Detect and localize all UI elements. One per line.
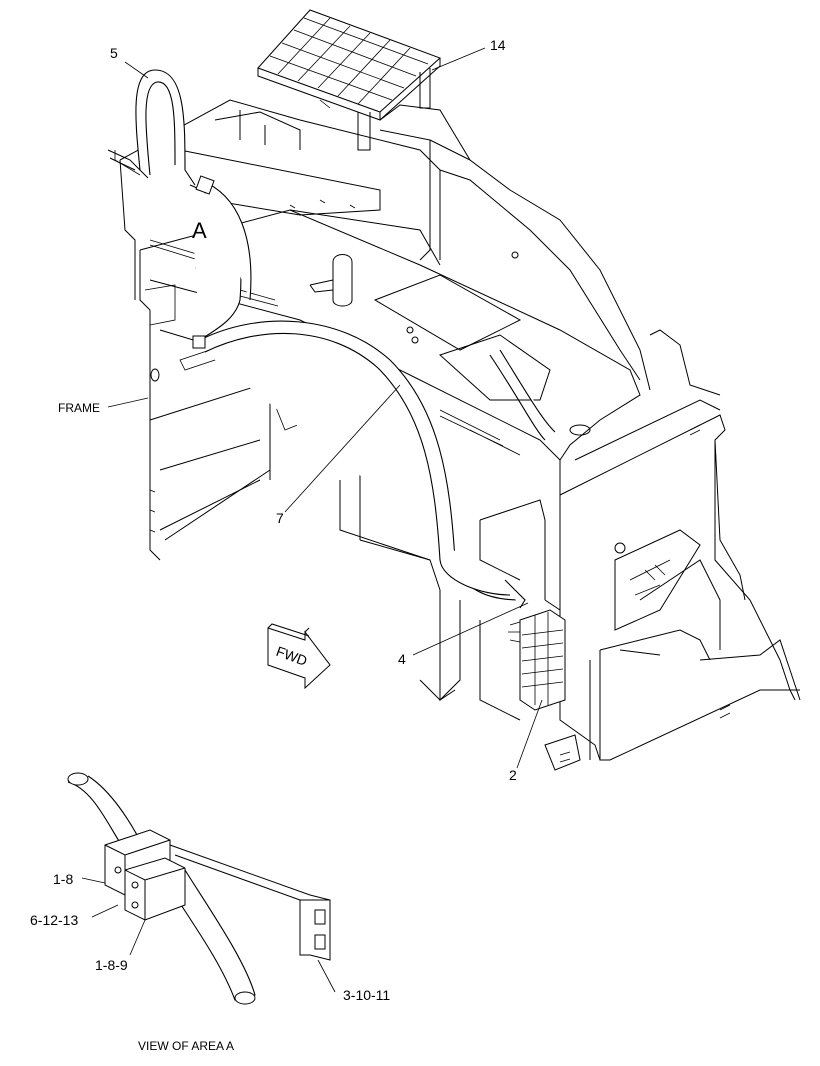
detail-view-area-a	[67, 772, 331, 1005]
label-3-10-11: 3-10-11	[343, 987, 390, 1003]
label-area-a: A	[192, 218, 207, 243]
label-item-5: 5	[110, 45, 118, 61]
label-item-4: 4	[398, 651, 406, 667]
hose-item-4	[489, 349, 556, 609]
label-6-12-13: 6-12-13	[30, 912, 78, 928]
connector-block-item-2	[508, 609, 566, 711]
callout-labels: 5 14 A FRAME 7 4 2 1-8 6-12-13 1-8-9 3-1…	[30, 37, 517, 1053]
view-caption: VIEW OF AREA A	[138, 1039, 234, 1053]
hose-item-7	[189, 175, 521, 601]
label-item-2: 2	[509, 767, 517, 783]
label-frame: FRAME	[58, 401, 100, 415]
label-item-14: 14	[490, 37, 506, 53]
leader-lines	[81, 47, 543, 993]
forward-arrow: FWD	[267, 623, 331, 690]
label-1-8: 1-8	[53, 871, 73, 887]
label-item-7: 7	[276, 510, 284, 526]
hose-item-5	[107, 69, 196, 186]
step-grate-item-14	[257, 9, 441, 151]
label-1-8-9: 1-8-9	[95, 957, 128, 973]
